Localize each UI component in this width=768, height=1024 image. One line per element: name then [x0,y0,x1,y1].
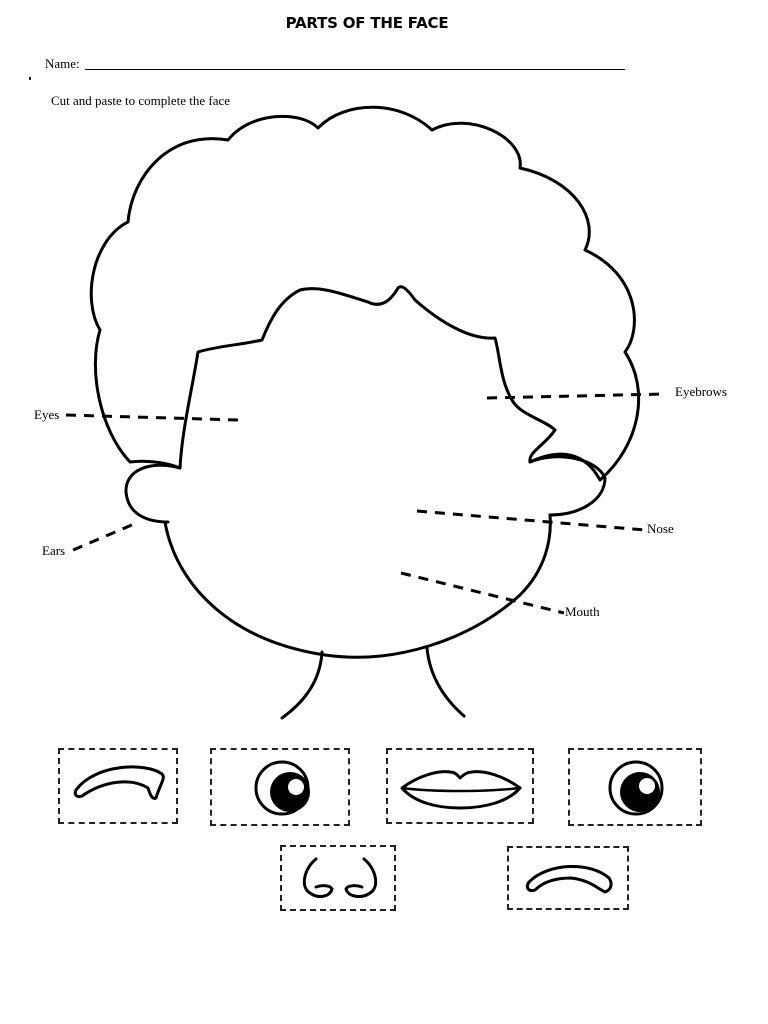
neck-left [280,650,324,720]
label-ears: Ears [42,543,66,558]
left-ear [124,463,182,524]
name-field[interactable]: Name: [45,56,625,72]
jaw-outline [163,513,552,659]
right-ear [528,455,607,517]
cutout-nose[interactable] [280,845,396,911]
ears-pointer [72,522,135,552]
worksheet-title: PARTS OF THE FACE [285,14,449,32]
eyes-pointer [65,413,239,422]
face-outline-drawing [65,105,665,720]
label-eyes: Eyes [34,407,60,422]
instruction-text: Cut and paste to complete the face [51,93,231,108]
stray-mark [29,77,31,80]
lips-icon [400,770,522,810]
cutout-mouth[interactable] [386,748,534,824]
eyebrow-icon [73,765,165,800]
cutout-eye-right[interactable] [568,748,702,826]
cutout-eye-left[interactable] [210,748,350,826]
eyebrows-pointer [486,392,665,400]
label-mouth: Mouth [565,604,600,619]
eye-icon [254,760,310,816]
label-eyebrows: Eyebrows [675,384,727,399]
nose-pointer [416,509,646,532]
nose-icon [302,857,378,898]
hair-outline [89,105,641,482]
name-underline[interactable] [85,69,625,70]
neck-right [425,646,466,718]
cutout-eyebrow-left[interactable] [58,748,178,824]
eyebrow-icon [525,865,613,894]
name-label: Name: [45,56,80,71]
cutout-eyebrow-right[interactable] [507,846,629,910]
mouth-pointer [400,571,565,615]
label-nose: Nose [647,521,674,536]
eye-icon [608,760,664,816]
